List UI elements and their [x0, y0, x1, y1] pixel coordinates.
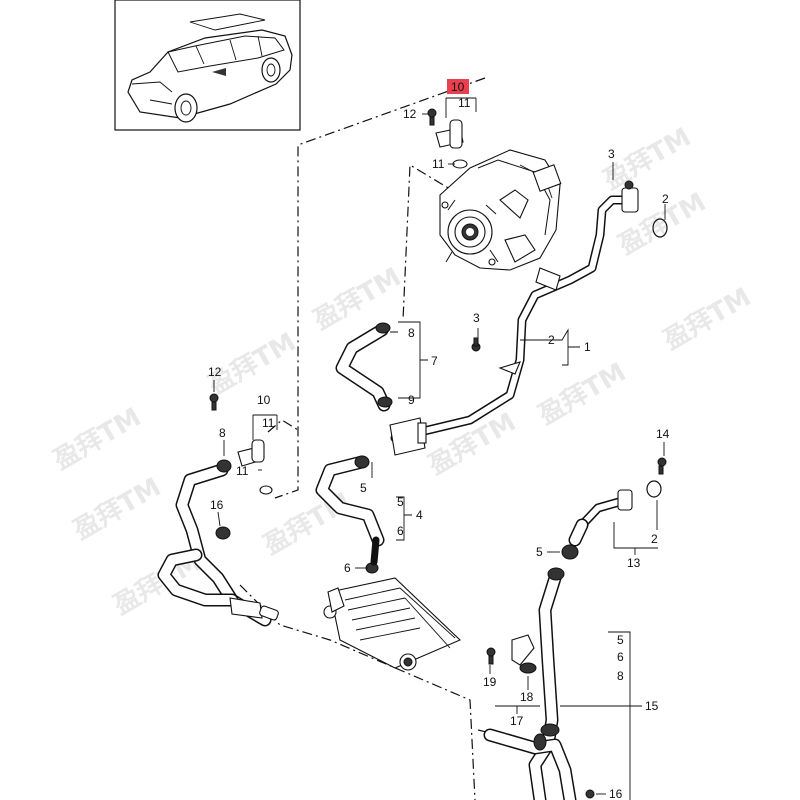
callout-9: 9 [408, 393, 415, 407]
callout-4: 4 [416, 508, 423, 522]
callout-5: 5 [536, 545, 543, 559]
callout-11: 11 [432, 157, 445, 171]
callout-3: 3 [608, 147, 615, 161]
callout-12: 12 [403, 107, 417, 121]
hose-4 [315, 455, 385, 574]
callout-11: 11 [458, 96, 471, 110]
callout-2: 2 [662, 192, 669, 206]
callout-10: 10 [257, 393, 271, 407]
callout-6: 6 [344, 561, 351, 575]
callout-14: 14 [656, 427, 670, 441]
callout-15: 15 [645, 699, 659, 713]
pipe-13 [561, 457, 667, 560]
callout-5: 5 [397, 495, 404, 509]
hose-left [157, 393, 279, 627]
callout-18: 18 [520, 690, 534, 704]
watermark: 盈拜TM [658, 282, 757, 356]
watermark: 盈拜TM [48, 402, 147, 476]
hose-15 [483, 567, 577, 800]
callout-16: 16 [609, 787, 623, 800]
watermark: 盈拜TM [308, 262, 407, 336]
callout-6: 6 [617, 650, 624, 664]
callout-8: 8 [408, 326, 415, 340]
callout-16: 16 [210, 498, 224, 512]
callout-13: 13 [627, 556, 641, 570]
watermark: 盈拜TM [258, 487, 357, 561]
callout-2: 2 [651, 532, 658, 546]
callout-8: 8 [617, 669, 624, 683]
callout-5: 5 [617, 633, 624, 647]
callout-17: 17 [510, 714, 524, 728]
watermark: 盈拜TM [533, 357, 632, 431]
leader-lines [213, 97, 666, 800]
callout-8: 8 [219, 426, 226, 440]
callout-10-highlighted: 10 [451, 80, 465, 94]
callout-6: 6 [397, 524, 404, 538]
oil-cooler [323, 577, 461, 671]
callout-7: 7 [431, 354, 438, 368]
watermark-layer: 盈拜TM 盈拜TM 盈拜TM 盈拜TM 盈拜TM 盈拜TM 盈拜TM 盈拜TM … [48, 122, 757, 621]
vehicle-thumbnail [114, 0, 301, 131]
callout-labels: 10 11 12 11 3 2 8 3 2 1 7 9 12 10 11 8 1… [208, 80, 670, 800]
hose-7 [335, 322, 393, 412]
coolant-pipe-upper-right [389, 180, 668, 456]
callout-1: 1 [584, 340, 591, 354]
callout-19: 19 [483, 675, 497, 689]
highlight-box [447, 79, 469, 94]
callout-5: 5 [360, 481, 367, 495]
alternator [439, 149, 562, 271]
callout-3: 3 [473, 311, 480, 325]
callout-11: 11 [236, 464, 249, 478]
callout-11: 11 [262, 416, 275, 430]
callout-2: 2 [548, 333, 555, 347]
callout-12: 12 [208, 365, 222, 379]
bracket-17 [486, 634, 595, 799]
watermark: 盈拜TM [68, 472, 167, 546]
